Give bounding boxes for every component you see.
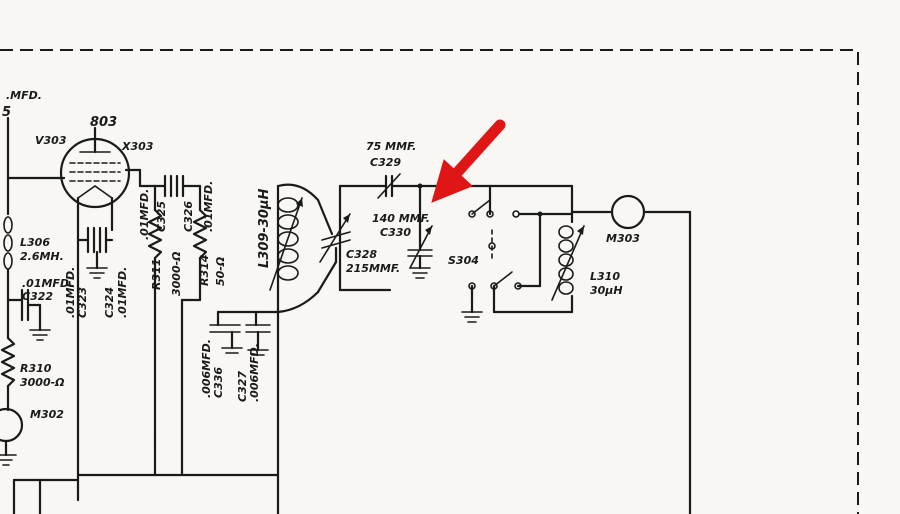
label-m302: M302 bbox=[30, 408, 64, 421]
label-r314: R314 bbox=[198, 255, 211, 286]
resistor-r314 bbox=[192, 198, 208, 302]
label-l310-value: 30μH bbox=[590, 284, 623, 297]
label-c336-value: .006MFD. bbox=[200, 339, 213, 398]
coil-l310 bbox=[488, 184, 585, 314]
label-c322-value: .01MFD. bbox=[22, 277, 73, 290]
annotation-arrow bbox=[431, 119, 506, 203]
label-c330: C330 bbox=[380, 226, 411, 239]
label-c329-value: 75 MMF. bbox=[366, 140, 416, 153]
label-c323: C323 bbox=[76, 287, 89, 318]
label-l306: L306 bbox=[20, 236, 50, 249]
label-l310: L310 bbox=[590, 270, 620, 283]
capacitor-c336-c327 bbox=[209, 310, 280, 356]
label-c328: C328 bbox=[346, 248, 377, 261]
label-r311: R311 bbox=[150, 259, 163, 290]
tube-v303 bbox=[56, 126, 142, 502]
label-l306-value: 2.6MH. bbox=[20, 250, 64, 263]
label-c326: C326 bbox=[182, 201, 195, 232]
label-c324-value: .01MFD. bbox=[116, 267, 129, 318]
label-m303: M303 bbox=[606, 232, 640, 245]
resistor-r311 bbox=[147, 198, 163, 442]
label-five: 5 bbox=[2, 105, 11, 120]
label-c324: C324 bbox=[103, 287, 116, 318]
choke-l306 bbox=[3, 216, 13, 302]
label-c323-value: .01MFD. bbox=[64, 267, 77, 318]
label-c327-value: .006MFD. bbox=[248, 343, 261, 402]
capacitor-c325-c326 bbox=[138, 174, 202, 202]
label-r311-value: 3000-Ω bbox=[170, 251, 183, 296]
label-v303: V303 bbox=[35, 134, 67, 147]
label-mfd-top: .MFD. bbox=[6, 89, 42, 102]
label-c328-value: 215MMF. bbox=[346, 262, 400, 275]
label-c330-value: 140 MMF. bbox=[372, 212, 430, 225]
enclosure-border bbox=[0, 49, 859, 514]
label-c327: C327 bbox=[236, 371, 249, 402]
capacitor-c328 bbox=[316, 198, 351, 294]
resistor-r310 bbox=[0, 298, 16, 412]
label-r314-value: 50-Ω bbox=[214, 257, 227, 286]
label-x303: X303 bbox=[121, 140, 154, 153]
label-s304: S304 bbox=[448, 254, 479, 267]
label-c329: C329 bbox=[370, 156, 401, 169]
capacitor-c330 bbox=[407, 183, 433, 279]
meter-m302 bbox=[0, 407, 24, 466]
switch-s304 bbox=[461, 184, 574, 323]
label-c322: C322 bbox=[22, 290, 53, 303]
label-c336: C336 bbox=[212, 367, 225, 398]
capacitor-c322 bbox=[6, 288, 51, 341]
label-c326-value: .01MFD. bbox=[202, 181, 215, 232]
meter-m303 bbox=[570, 194, 692, 514]
coil-l309 bbox=[269, 183, 320, 514]
capacitor-c323-c324 bbox=[76, 226, 114, 279]
label-tube-type: 803 bbox=[90, 115, 117, 130]
label-r310: R310 bbox=[20, 362, 52, 375]
label-l309: L309-30μH bbox=[257, 189, 272, 268]
label-r310-value: 3000-Ω bbox=[20, 376, 65, 389]
label-c325-value: .01MFD. bbox=[138, 189, 151, 240]
label-c325: C325 bbox=[155, 201, 168, 232]
